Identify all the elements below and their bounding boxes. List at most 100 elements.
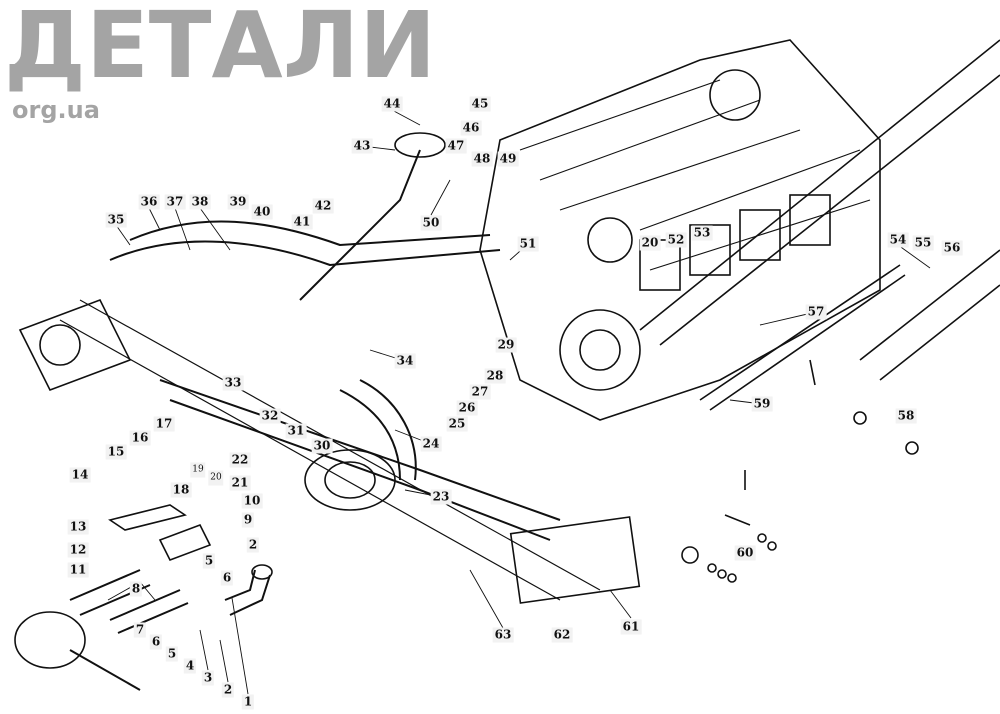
part-label: 6	[149, 634, 163, 650]
pipe-57	[699, 264, 906, 411]
part-label: 51	[517, 236, 539, 252]
part-label: 52	[665, 232, 687, 248]
washer	[717, 569, 727, 579]
part-label: 37	[164, 194, 186, 210]
coolant-pipe	[109, 220, 501, 267]
part-label: 28	[484, 368, 506, 384]
radiator-box	[509, 516, 641, 604]
part-label: 31	[285, 423, 307, 439]
part-label: 58	[895, 408, 917, 424]
pipe-43	[299, 149, 421, 301]
pump	[18, 298, 132, 392]
part-label: 30	[311, 438, 333, 454]
part-label: 43	[351, 138, 373, 154]
heater-small	[14, 611, 86, 669]
part-label: 53	[691, 225, 713, 241]
frame-rail-lower	[59, 299, 601, 601]
part-label: 2	[221, 682, 235, 698]
bolt-60	[724, 359, 816, 526]
part-label: 21	[229, 475, 251, 491]
part-label: 12	[67, 542, 89, 558]
part-label: 42	[312, 198, 334, 214]
part-label: 47	[445, 138, 467, 154]
tube-7	[109, 589, 189, 634]
washer	[757, 533, 767, 543]
part-label: 20	[639, 235, 661, 251]
filter	[587, 217, 633, 263]
part-label: 50	[420, 215, 442, 231]
part-label: 49	[497, 151, 519, 167]
part-label: 13	[67, 519, 89, 535]
clamp	[681, 546, 699, 564]
part-label: 20	[208, 470, 224, 486]
part-label: 23	[430, 489, 452, 505]
part-label: 4	[183, 658, 197, 674]
part-label: 27	[469, 384, 491, 400]
part-label: 34	[394, 353, 416, 369]
part-label: 29	[495, 337, 517, 353]
washer	[727, 573, 737, 583]
pulley-hub	[579, 329, 621, 371]
cylinder-head	[739, 209, 781, 261]
part-label: 10	[241, 493, 263, 509]
part-label: 6	[220, 570, 234, 586]
part-label: 36	[138, 194, 160, 210]
part-label: 59	[751, 396, 773, 412]
part-label: 18	[170, 482, 192, 498]
nut	[905, 441, 919, 455]
exhaust-pipe	[159, 379, 561, 541]
washer	[767, 541, 777, 551]
leader-lines	[107, 109, 931, 695]
nut	[853, 411, 867, 425]
cylinder-head	[689, 224, 731, 276]
part-label: 39	[227, 194, 249, 210]
pulley	[559, 309, 641, 391]
filler-neck	[394, 132, 446, 158]
part-label: 40	[251, 204, 273, 220]
part-label: 56	[941, 240, 963, 256]
part-label: 19	[190, 462, 206, 478]
part-label: 11	[67, 562, 89, 578]
part-label: 38	[189, 194, 211, 210]
part-label: 9	[241, 512, 255, 528]
part-label: 55	[912, 235, 934, 251]
part-label: 48	[471, 151, 493, 167]
part-label: 25	[446, 416, 468, 432]
part-label: 62	[551, 627, 573, 643]
part-label: 45	[469, 96, 491, 112]
part-label: 14	[69, 467, 91, 483]
part-label: 63	[492, 627, 514, 643]
hose	[339, 379, 417, 481]
part-label: 54	[887, 232, 909, 248]
part-label: 15	[105, 444, 127, 460]
tee-fitting	[158, 523, 212, 562]
elbow-opening	[251, 564, 273, 580]
part-label: 3	[201, 670, 215, 686]
part-label: 46	[460, 120, 482, 136]
pump-housing	[39, 324, 81, 366]
watermark-logo: ДЕТАЛИ	[4, 0, 437, 99]
engine-block	[479, 39, 881, 421]
part-label: 2	[246, 537, 260, 553]
washer	[707, 563, 717, 573]
part-label: 24	[420, 436, 442, 452]
heater	[304, 449, 396, 511]
part-label: 60	[734, 545, 756, 561]
part-label: 5	[165, 646, 179, 662]
part-label: 17	[153, 416, 175, 432]
heater-fan	[324, 461, 376, 499]
part-label: 41	[291, 214, 313, 230]
part-label: 16	[129, 430, 151, 446]
watermark-suffix: org.ua	[12, 96, 100, 124]
part-label: 5	[202, 553, 216, 569]
part-label: 7	[133, 622, 147, 638]
part-label: 26	[456, 400, 478, 416]
part-label: 22	[229, 452, 251, 468]
engine-block-ribs	[519, 79, 871, 271]
part-label: 35	[105, 212, 127, 228]
part-label: 33	[222, 375, 244, 391]
part-label: 61	[620, 619, 642, 635]
part-label: 44	[381, 96, 403, 112]
